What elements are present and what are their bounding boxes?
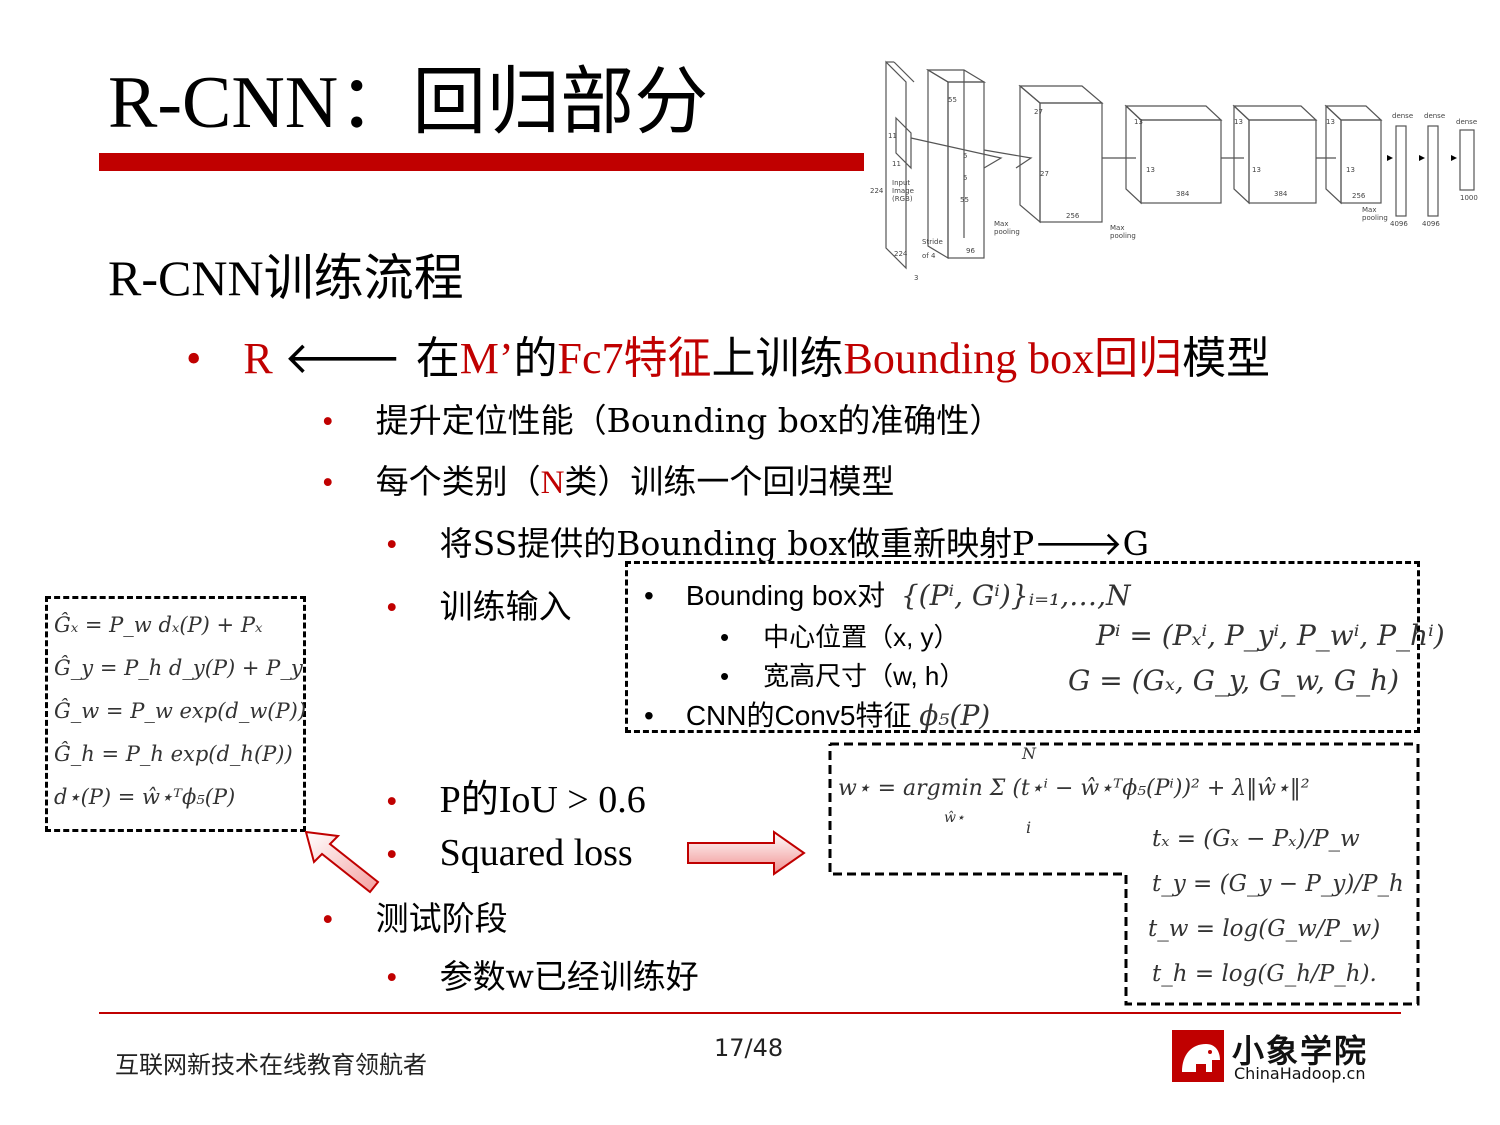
main-bullet-part: Fc7特征 xyxy=(557,334,712,383)
svg-text:3: 3 xyxy=(914,274,918,282)
equation-p: Pⁱ = (Pₓⁱ, P_yⁱ, P_wⁱ, P_hⁱ) xyxy=(1096,619,1445,652)
svg-text:224: 224 xyxy=(870,187,884,195)
elephant-logo-icon xyxy=(1172,1030,1224,1082)
svg-text:55: 55 xyxy=(948,96,957,104)
section-heading-latin: R-CNN xyxy=(108,250,264,306)
svg-text:11: 11 xyxy=(888,132,897,140)
logo-url: ChinaHadoop.cn xyxy=(1234,1064,1366,1083)
svg-text:96: 96 xyxy=(966,247,975,255)
svg-text:Max: Max xyxy=(1110,224,1124,232)
svg-text:dense: dense xyxy=(1456,118,1477,126)
list-item: •Squared loss xyxy=(386,832,633,874)
svg-text:Max: Max xyxy=(1362,206,1376,214)
svg-text:Max: Max xyxy=(994,220,1008,228)
footer-slogan: 互联网新技术在线教育领航者 xyxy=(115,1051,427,1079)
svg-text:4096: 4096 xyxy=(1390,220,1408,228)
svg-text:pooling: pooling xyxy=(1362,214,1388,222)
svg-text:13: 13 xyxy=(1234,118,1243,126)
main-bullet-part: 的 xyxy=(513,333,558,384)
svg-text:(RGB): (RGB) xyxy=(892,195,913,203)
logo: 小象学院 ChinaHadoop.cn xyxy=(1170,1028,1390,1084)
svg-text:of 4: of 4 xyxy=(922,252,936,260)
list-item: •提升定位性能（Bounding box的准确性） xyxy=(322,401,1003,440)
list-item-text: 提升定位性能（Bounding box的准确性） xyxy=(375,401,1003,440)
svg-text:Image: Image xyxy=(892,187,914,195)
list-item: •测试阶段 xyxy=(322,899,508,938)
svg-text:pooling: pooling xyxy=(994,228,1020,236)
svg-text:55: 55 xyxy=(960,196,969,204)
arrow-left-up-icon xyxy=(304,830,380,894)
svg-text:13: 13 xyxy=(1346,166,1355,174)
svg-text:27: 27 xyxy=(1034,108,1043,116)
title-underline xyxy=(99,153,864,171)
svg-text:dense: dense xyxy=(1424,112,1445,120)
argmin-equation: w⋆ = argmin Σ (t⋆ⁱ − ŵ⋆ᵀϕ₅(Pⁱ))² + λ‖ŵ⋆‖… xyxy=(838,776,1310,801)
svg-text:5: 5 xyxy=(963,152,967,160)
svg-text:384: 384 xyxy=(1176,190,1190,198)
list-item: •每个类别（N类）训练一个回归模型 xyxy=(322,462,895,501)
logo-name: 小象学院 xyxy=(1232,1032,1369,1070)
section-heading: R-CNN训练流程 xyxy=(108,238,464,310)
main-bullet: • R 🡐 在M’的Fc7特征上训练Bounding box回归模型 xyxy=(186,322,1270,386)
page-number: 17/48 xyxy=(714,1034,784,1062)
svg-text:256: 256 xyxy=(1066,212,1080,220)
main-bullet-part: R xyxy=(243,334,284,383)
svg-text:224: 224 xyxy=(894,250,908,258)
svg-text:13: 13 xyxy=(1326,118,1335,126)
svg-text:1000: 1000 xyxy=(1460,194,1478,202)
list-item: •P的IoU > 0.6 xyxy=(386,779,646,821)
equation-g: G = (Gₓ, G_y, G_w, G_h) xyxy=(1068,664,1400,697)
svg-text:4096: 4096 xyxy=(1422,220,1440,228)
main-bullet-part: 🡐 在 xyxy=(283,333,460,384)
svg-text:11: 11 xyxy=(892,160,901,168)
main-bullet-part: Bounding box回归 xyxy=(843,334,1183,383)
section-heading-cjk: 训练流程 xyxy=(263,249,464,307)
svg-text:pooling: pooling xyxy=(1110,232,1136,240)
svg-text:27: 27 xyxy=(1040,170,1049,178)
main-bullet-part: 模型 xyxy=(1182,333,1271,384)
page-title: R-CNN：回归部分 xyxy=(108,62,709,144)
svg-text:384: 384 xyxy=(1274,190,1288,198)
svg-text:13: 13 xyxy=(1252,166,1261,174)
list-item: •将SS提供的Bounding box做重新映射P🡒G xyxy=(386,524,1150,563)
svg-text:5: 5 xyxy=(963,174,967,182)
svg-text:Stride: Stride xyxy=(922,238,943,246)
list-item: •参数w已经训练好 xyxy=(386,957,699,996)
training-input-box: •Bounding box对 {(Pⁱ, Gⁱ)}ᵢ₌₁,…,N •中心位置（x… xyxy=(625,561,1445,733)
svg-text:13: 13 xyxy=(1134,118,1143,126)
footer-divider xyxy=(99,1012,1401,1014)
bullet-marker: • xyxy=(186,334,202,383)
svg-text:13: 13 xyxy=(1146,166,1155,174)
arrow-right-icon xyxy=(687,830,806,876)
right-equations-border xyxy=(828,742,1420,1006)
main-bullet-part: M’ xyxy=(459,334,514,383)
main-bullet-part: 上训练 xyxy=(711,333,844,384)
list-item: •训练输入 xyxy=(386,587,572,626)
svg-text:Input: Input xyxy=(892,179,910,187)
svg-text:dense: dense xyxy=(1392,112,1413,120)
svg-text:256: 256 xyxy=(1352,192,1366,200)
left-equations-box: Ĝₓ = P_w dₓ(P) + Pₓ Ĝ_y = P_h d_y(P) + P… xyxy=(45,596,306,832)
